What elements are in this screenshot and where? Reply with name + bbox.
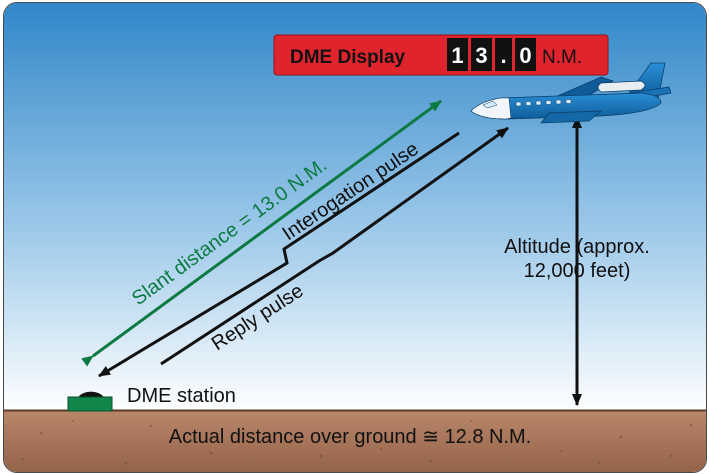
slant-distance-arrow	[81, 99, 442, 367]
aircraft	[470, 62, 672, 124]
dme-display-label: DME Display	[290, 47, 406, 68]
dme-digit-2: 3	[475, 43, 487, 68]
dme-digit-1: 1	[451, 43, 463, 68]
dme-diagram: DME Display 1 3 . 0 N.M. Slant distance …	[4, 3, 706, 472]
dme-display-panel: DME Display 1 3 . 0 N.M.	[273, 34, 609, 76]
ground-distance-label: Actual distance over ground ≅ 12.8 N.M.	[169, 426, 532, 448]
interrogation-pulse-arrow	[98, 131, 460, 378]
dme-digit-point: .	[500, 43, 506, 68]
digit-box	[447, 38, 468, 71]
digit-box	[515, 38, 536, 71]
dme-display-unit: N.M.	[542, 47, 582, 68]
diagram-frame: DME Display 1 3 . 0 N.M. Slant distance …	[3, 2, 707, 473]
dme-digit-3: 0	[519, 43, 531, 68]
dme-station	[67, 391, 113, 412]
digit-box	[495, 38, 512, 71]
reply-pulse-arrow	[160, 126, 509, 366]
altitude-label-line1: Altitude (approx.	[504, 236, 650, 258]
digit-box	[471, 38, 492, 71]
altitude-label-line2: 12,000 feet)	[524, 260, 631, 282]
dme-station-label: DME station	[127, 385, 236, 407]
ground	[4, 409, 706, 472]
